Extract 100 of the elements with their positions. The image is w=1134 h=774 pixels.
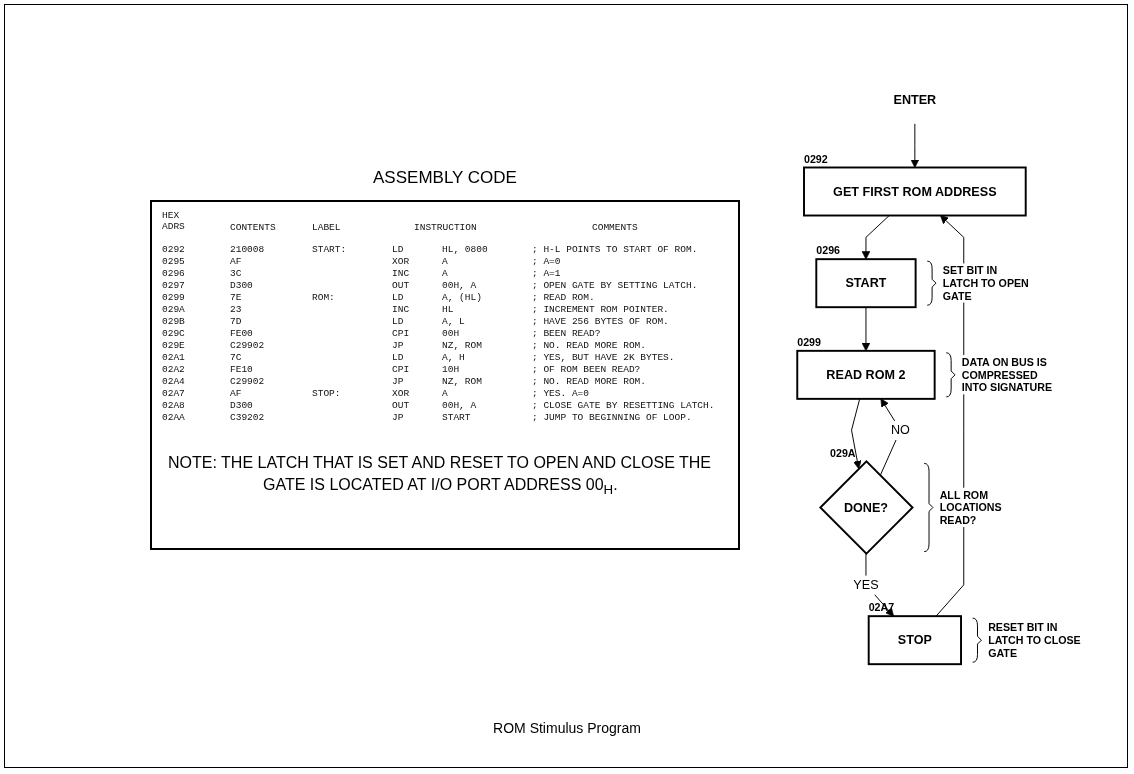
- code-text: NZ, ROM: [442, 340, 482, 351]
- annotation-text: RESET BIT IN LATCH TO CLOSE GATE: [988, 621, 1081, 659]
- code-text: FE10: [230, 364, 253, 375]
- code-text: HL, 0800: [442, 244, 488, 255]
- code-text: C39202: [230, 412, 265, 423]
- column-header: INSTRUCTION: [414, 222, 477, 233]
- code-text: ; CLOSE GATE BY RESETTING LATCH.: [532, 400, 715, 411]
- code-text: C29902: [230, 340, 265, 351]
- code-text: A: [442, 268, 448, 279]
- code-text: ; YES, BUT HAVE 2K BYTES.: [532, 352, 675, 363]
- start-label: ENTER: [893, 92, 937, 107]
- note-text: NOTE: THE LATCH THAT IS SET AND RESET TO OPEN AND CLOSE THE GATE IS LOCATED AT I/O PORT ADDRESS 00$_{H}$.: [168, 453, 712, 500]
- code-text: ; A=1: [532, 268, 561, 279]
- code-text: A, H: [442, 352, 465, 363]
- code-text: NZ, ROM: [442, 376, 482, 387]
- code-text: ; OPEN GATE BY SETTING LATCH.: [532, 280, 698, 291]
- column-header: LABEL: [312, 222, 341, 233]
- code-text: 7D: [230, 316, 242, 327]
- code-text: A, (HL): [442, 292, 482, 303]
- decision-diamond: DONE?: [819, 460, 914, 555]
- address-label: 029A: [830, 446, 856, 459]
- code-text: 0299: [162, 292, 185, 303]
- process-box: GET FIRST ROM ADDRESS: [803, 166, 1027, 217]
- code-text: A: [442, 388, 448, 399]
- code-text: 02A2: [162, 364, 185, 375]
- code-text: OUT: [392, 280, 410, 291]
- code-text: 00H, A: [442, 400, 477, 411]
- code-text: LD: [392, 244, 404, 255]
- edge-label: NO: [890, 420, 910, 440]
- code-text: INC: [392, 304, 410, 315]
- code-text: 02A8: [162, 400, 185, 411]
- code-text: LD: [392, 292, 404, 303]
- code-text: ; NO. READ MORE ROM.: [532, 340, 647, 351]
- code-text: 02A1: [162, 352, 185, 363]
- code-text: XOR: [392, 256, 410, 267]
- code-text: AF: [230, 256, 242, 267]
- code-text: 029C: [162, 328, 185, 339]
- code-text: 7E: [230, 292, 242, 303]
- code-text: JP: [392, 340, 404, 351]
- code-text: ; INCREMENT ROM POINTER.: [532, 304, 669, 315]
- column-header: COMMENTS: [592, 222, 638, 233]
- address-label: 0296: [816, 244, 840, 257]
- code-text: LD: [392, 352, 404, 363]
- code-text: ; OF ROM BEEN READ?: [532, 364, 641, 375]
- code-text: START: [442, 412, 471, 423]
- code-text: 210008: [230, 244, 265, 255]
- panel-heading: ASSEMBLY CODE: [372, 168, 518, 188]
- code-text: LD: [392, 316, 404, 327]
- code-text: 23: [230, 304, 242, 315]
- code-text: XOR: [392, 388, 410, 399]
- code-text: 10H: [442, 364, 460, 375]
- column-header: CONTENTS: [230, 222, 276, 233]
- code-text: ROM:: [312, 292, 335, 303]
- code-text: 0297: [162, 280, 185, 291]
- code-text: INC: [392, 268, 410, 279]
- code-text: HL: [442, 304, 454, 315]
- code-text: OUT: [392, 400, 410, 411]
- code-text: CPI: [392, 328, 410, 339]
- annotation-text: ALL ROM LOCATIONS READ?: [939, 488, 1002, 526]
- code-text: CPI: [392, 364, 410, 375]
- code-text: A, L: [442, 316, 465, 327]
- code-text: A: [442, 256, 448, 267]
- annotation-text: SET BIT IN LATCH TO OPEN GATE: [942, 264, 1029, 302]
- code-text: ; H-L POINTS TO START OF ROM.: [532, 244, 698, 255]
- address-label: 0299: [797, 336, 821, 348]
- code-text: 029E: [162, 340, 185, 351]
- code-text: 02AA: [162, 412, 185, 423]
- code-text: STOP:: [312, 388, 341, 399]
- code-text: 02A4: [162, 376, 185, 387]
- caption: ROM Stimulus Program: [492, 720, 642, 736]
- column-header: HEX ADRS: [162, 210, 186, 232]
- code-text: ; READ ROM.: [532, 292, 595, 303]
- address-label: 02A7: [868, 601, 895, 614]
- edge-label: YES: [853, 575, 879, 595]
- code-text: JP: [392, 412, 404, 423]
- code-text: AF: [230, 388, 242, 399]
- code-text: ; NO. READ MORE ROM.: [532, 376, 647, 387]
- process-box: START: [815, 258, 917, 309]
- code-text: ; BEEN READ?: [532, 328, 601, 339]
- code-text: ; A=0: [532, 256, 561, 267]
- process-box: STOP: [867, 615, 962, 666]
- code-text: FE00: [230, 328, 253, 339]
- code-text: START:: [312, 244, 347, 255]
- code-text: 029A: [162, 304, 185, 315]
- code-text: 02A7: [162, 388, 185, 399]
- code-text: JP: [392, 376, 404, 387]
- code-text: D300: [230, 400, 253, 411]
- code-text: ; HAVE 256 BYTES OF ROM.: [532, 316, 669, 327]
- code-text: 0292: [162, 244, 185, 255]
- process-box: READ ROM 2: [796, 349, 936, 400]
- code-text: 3C: [230, 268, 242, 279]
- code-text: 0296: [162, 268, 185, 279]
- code-text: C29902: [230, 376, 265, 387]
- code-text: 7C: [230, 352, 242, 363]
- code-text: 0295: [162, 256, 185, 267]
- code-text: 00H, A: [442, 280, 477, 291]
- code-text: ; JUMP TO BEGINNING OF LOOP.: [532, 412, 692, 423]
- address-label: 0292: [804, 152, 828, 165]
- code-text: 00H: [442, 328, 460, 339]
- code-text: ; YES. A=0: [532, 388, 589, 399]
